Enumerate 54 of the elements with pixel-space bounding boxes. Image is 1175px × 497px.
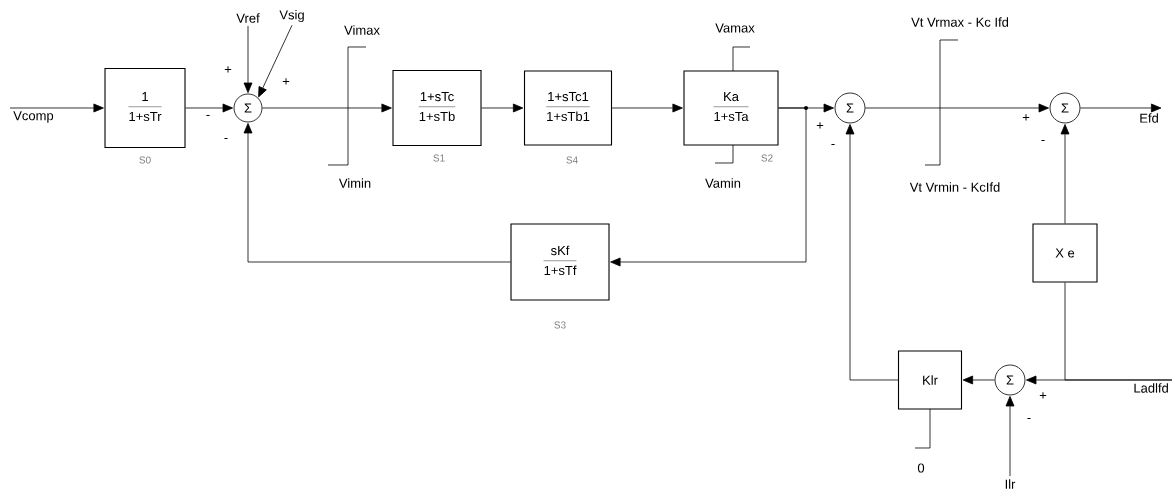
block-id: S3	[554, 321, 566, 329]
arrow	[1005, 396, 1015, 477]
sign-label: +	[1039, 392, 1047, 399]
limit-label: Vimax	[344, 25, 380, 35]
block-id: S4	[566, 156, 578, 164]
signal-label: Vref	[236, 13, 260, 23]
sign-label: +	[816, 122, 824, 129]
arrow	[262, 103, 392, 113]
arrow	[610, 107, 807, 267]
limit-label: Vamax	[715, 23, 755, 33]
sign-label: +	[224, 66, 232, 73]
sign-label: -	[206, 115, 210, 117]
summing-junction: Σ	[1049, 92, 1081, 124]
arrow	[1060, 124, 1070, 224]
arrow	[185, 103, 233, 113]
sign-label: -	[1027, 418, 1031, 419]
arrow	[243, 123, 511, 263]
limit-label: Vamin	[705, 178, 741, 188]
summing-junction: Σ	[834, 92, 866, 124]
signal-label: Vsig	[279, 9, 304, 23]
block-id: S1	[433, 154, 445, 162]
transfer-function-block: Klr	[897, 350, 963, 410]
signal-label: Vcomp	[13, 111, 54, 123]
sign-label: +	[1022, 114, 1030, 121]
sign-label: -	[1041, 140, 1045, 142]
limit-label: 0	[917, 463, 925, 473]
transfer-function-block: Ka 1+sTa	[683, 70, 779, 146]
transfer-function-block: X e	[1032, 223, 1098, 283]
limit-label: Vimin	[338, 178, 371, 188]
block-id: S2	[761, 154, 773, 162]
signal-label: Ladlfd	[1134, 383, 1168, 393]
arrow	[845, 124, 899, 381]
arrow	[865, 103, 1049, 113]
arrow	[243, 25, 253, 93]
signal-label: Efd	[1140, 113, 1158, 123]
signal-label: Ilr	[1005, 479, 1016, 489]
transfer-function-block: 1 1+sTr	[104, 67, 186, 149]
arrow	[962, 375, 995, 385]
summing-junction: Σ	[233, 93, 263, 123]
transfer-function-block: sKf 1+sTf	[510, 223, 610, 301]
arrow	[9, 103, 104, 113]
arrow	[611, 103, 683, 113]
transfer-function-block: 1+sTc1 1+sTb1	[523, 70, 613, 146]
block-id: S0	[139, 156, 151, 164]
limit-label: Vt Vrmin - KcIfd	[909, 182, 1000, 192]
arrow	[481, 103, 524, 113]
sign-label: -	[831, 144, 835, 146]
arrow	[1080, 103, 1162, 113]
sign-label: -	[224, 138, 228, 140]
sign-label: +	[282, 78, 290, 85]
summing-junction: Σ	[994, 364, 1026, 396]
transfer-function-block: 1+sTc 1+sTb	[392, 69, 482, 147]
limit-label: Vt Vrmax - Kc Ifd	[911, 17, 1009, 27]
arrow	[258, 24, 293, 98]
